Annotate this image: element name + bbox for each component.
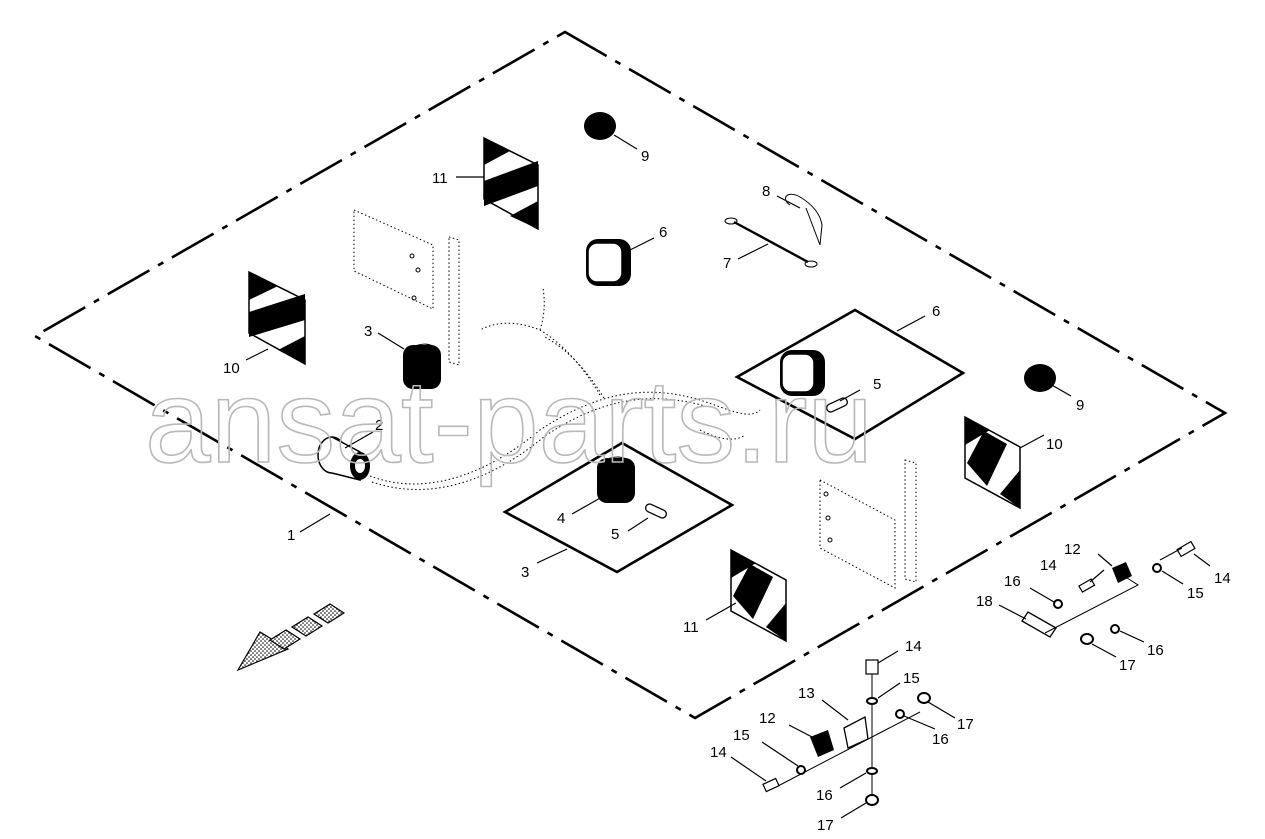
callout-8: 8 xyxy=(762,183,770,200)
lamp-housing-3 xyxy=(403,343,441,389)
callout-4: 4 xyxy=(557,510,565,527)
callout-14-bottom-a: 14 xyxy=(905,638,922,655)
mounting-bracket-right xyxy=(819,459,917,589)
kit-outline xyxy=(32,30,1228,720)
callout-6-box: 6 xyxy=(932,303,940,320)
warning-plate-11-top xyxy=(483,136,539,231)
callout-5-front: 5 xyxy=(611,526,619,543)
plug-connector xyxy=(317,436,370,481)
lamp-housing-4 xyxy=(597,456,635,503)
callout-9-top: 9 xyxy=(641,148,649,165)
callout-2: 2 xyxy=(375,417,383,434)
callout-labels: 1 2 3 3 4 5 5 6 6 7 8 9 9 10 10 11 11 12… xyxy=(223,148,1231,834)
callout-13: 13 xyxy=(798,685,815,702)
mounting-bracket-left xyxy=(353,209,460,366)
callout-16-bottom-a: 16 xyxy=(932,731,949,748)
callout-5-right: 5 xyxy=(873,376,881,393)
leader-lines xyxy=(245,134,1211,819)
callout-14-right-a: 14 xyxy=(1040,557,1057,574)
callout-16-bottom-b: 16 xyxy=(816,787,833,804)
reflector-9-right xyxy=(1024,364,1056,392)
callout-18: 18 xyxy=(976,593,993,610)
callout-11-top: 11 xyxy=(432,170,448,187)
warning-plate-11-bottom xyxy=(730,548,787,643)
callout-1: 1 xyxy=(287,527,295,544)
warning-plate-10-left xyxy=(248,270,306,366)
lamp-housing-6-right xyxy=(780,350,825,396)
callout-15-bottom-a: 15 xyxy=(903,670,920,687)
hardware-assembly-right xyxy=(1021,540,1196,645)
callout-15-bottom-b: 15 xyxy=(733,727,750,744)
sub-assembly-box-rear xyxy=(734,308,966,441)
callout-10-left: 10 xyxy=(223,360,240,377)
callout-16-right-a: 16 xyxy=(1004,573,1021,590)
bulb-5-right xyxy=(826,397,848,413)
callout-16-right-b: 16 xyxy=(1147,642,1164,659)
callout-3-lamp: 3 xyxy=(364,323,372,340)
callout-17-right: 17 xyxy=(1119,657,1136,674)
lamp-housing-6-top xyxy=(586,239,631,286)
warning-plate-10-right xyxy=(964,415,1021,510)
sub-assembly-box-front xyxy=(502,441,735,574)
callout-17-bottom-a: 17 xyxy=(957,716,974,733)
callout-15-right: 15 xyxy=(1187,585,1204,602)
hardware-assembly-bottom xyxy=(762,659,931,806)
callout-3-box: 3 xyxy=(521,564,529,581)
direction-arrow xyxy=(236,603,346,672)
callout-14-right-b: 14 xyxy=(1214,570,1231,587)
callout-12-right: 12 xyxy=(1064,541,1081,558)
cable-tie xyxy=(724,217,818,268)
callout-9-right: 9 xyxy=(1076,397,1084,414)
reflector-9-top xyxy=(584,112,616,140)
callout-11-bottom: 11 xyxy=(683,619,699,636)
callout-7: 7 xyxy=(723,255,731,272)
watermark: ansat-parts.ru xyxy=(145,356,873,488)
callout-12-bottom: 12 xyxy=(759,710,776,727)
callout-14-bottom-b: 14 xyxy=(710,744,727,761)
spring-clip xyxy=(785,193,823,246)
callout-17-bottom-b: 17 xyxy=(817,817,834,834)
cable-harness xyxy=(369,287,761,490)
callout-6-top: 6 xyxy=(659,224,667,241)
callout-10-right: 10 xyxy=(1046,436,1063,453)
bulb-5-front xyxy=(645,503,667,519)
